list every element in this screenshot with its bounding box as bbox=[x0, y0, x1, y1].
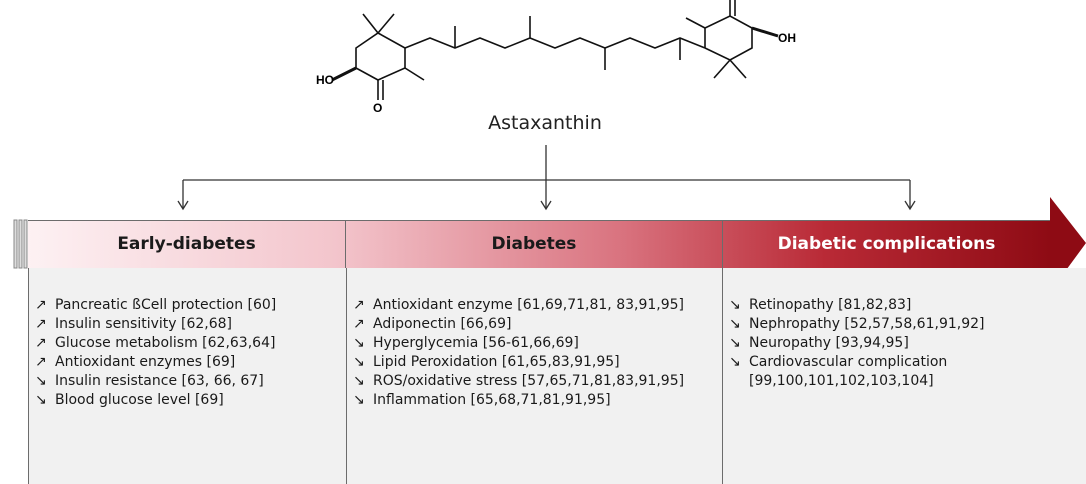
arrow-up-icon: ↗ bbox=[353, 316, 365, 332]
effect-item: ↘ Neuropathy [93,94,95] bbox=[729, 334, 1086, 353]
arrow-down-icon: ↘ bbox=[729, 316, 741, 332]
hydroxyl-right-label: OH bbox=[778, 31, 796, 45]
effect-item: ↗ Adiponectin [66,69] bbox=[353, 315, 722, 334]
diabetic-complications-panel: ↘ Retinopathy [81,82,83] ↘ Nephropathy [52… bbox=[723, 268, 1086, 484]
diabetes-panel: ↗ Antioxidant enzyme [61,69,71,81, 83,91,… bbox=[347, 268, 723, 484]
effect-item: ↘ Insulin resistance [63, 66, 67] bbox=[35, 372, 346, 391]
carbonyl-left-label: O bbox=[373, 101, 382, 115]
effect-text: Blood glucose level [69] bbox=[55, 392, 224, 408]
effect-text: Neuropathy [93,94,95] bbox=[749, 335, 909, 351]
effect-text: Hyperglycemia [56-61,66,69] bbox=[373, 335, 579, 351]
effect-text: [99,100,101,102,103,104] bbox=[749, 373, 934, 389]
effect-item: ↘ Lipid Peroxidation [61,65,83,91,95] bbox=[353, 353, 722, 372]
effect-text: Adiponectin [66,69] bbox=[373, 316, 512, 332]
effect-item: ↘ Inflammation [65,68,71,81,91,95] bbox=[353, 391, 722, 410]
effect-text: Antioxidant enzyme [61,69,71,81, 83,91,9… bbox=[373, 297, 685, 313]
effect-item: [99,100,101,102,103,104] bbox=[729, 372, 1086, 391]
arrow-up-icon: ↗ bbox=[35, 335, 47, 351]
effect-item: ↘ Cardiovascular complication bbox=[729, 353, 1086, 372]
effect-text: Retinopathy [81,82,83] bbox=[749, 297, 912, 313]
arrow-down-icon: ↘ bbox=[35, 392, 47, 408]
effect-item: ↘ Hyperglycemia [56-61,66,69] bbox=[353, 334, 722, 353]
spacer bbox=[729, 372, 749, 391]
effect-text: Nephropathy [52,57,58,61,91,92] bbox=[749, 316, 985, 332]
early-diabetes-panel: ↗ Pancreatic ßCell protection [60] ↗ Insul… bbox=[28, 268, 347, 484]
arrow-down-icon: ↘ bbox=[35, 373, 47, 389]
distribution-arrows bbox=[177, 145, 916, 211]
arrow-down-icon: ↘ bbox=[729, 354, 741, 370]
stage-title-diabetes: Diabetes bbox=[346, 221, 723, 268]
stage-bar: Early-diabetes Diabetes Diabetic complic… bbox=[28, 220, 1050, 269]
effect-item: ↗ Insulin sensitivity [62,68] bbox=[35, 315, 346, 334]
effect-item: ↗ Antioxidant enzyme [61,69,71,81, 83,91,… bbox=[353, 296, 722, 315]
arrow-down-icon: ↘ bbox=[353, 354, 365, 370]
astaxanthin-structure bbox=[331, 0, 779, 100]
arrow-down-icon: ↘ bbox=[353, 373, 365, 389]
effect-text: Cardiovascular complication bbox=[749, 354, 948, 370]
effect-item: ↘ Blood glucose level [69] bbox=[35, 391, 346, 410]
effect-item: ↗ Antioxidant enzymes [69] bbox=[35, 353, 346, 372]
effect-text: Glucose metabolism [62,63,64] bbox=[55, 335, 276, 351]
stage-title-diabetic-complications: Diabetic complications bbox=[777, 234, 996, 254]
effect-item: ↗ Pancreatic ßCell protection [60] bbox=[35, 296, 346, 315]
effect-text: ROS/oxidative stress [57,65,71,81,83,91,… bbox=[373, 373, 685, 389]
effect-text: Antioxidant enzymes [69] bbox=[55, 354, 236, 370]
arrow-up-icon: ↗ bbox=[35, 297, 47, 313]
compound-name: Astaxanthin bbox=[488, 112, 602, 134]
effect-text: Lipid Peroxidation [61,65,83,91,95] bbox=[373, 354, 620, 370]
effect-text: Inflammation [65,68,71,81,91,95] bbox=[373, 392, 611, 408]
effects-list: ↗ Antioxidant enzyme [61,69,71,81, 83,91,… bbox=[347, 268, 722, 410]
effect-item: ↘ Nephropathy [52,57,58,61,91,92] bbox=[729, 315, 1086, 334]
arrow-down-icon: ↘ bbox=[353, 335, 365, 351]
stage-title-early-diabetes: Early-diabetes bbox=[28, 221, 346, 268]
effects-list: ↘ Retinopathy [81,82,83] ↘ Nephropathy [52… bbox=[723, 268, 1086, 391]
effect-text: Insulin sensitivity [62,68] bbox=[55, 316, 233, 332]
arrow-down-icon: ↘ bbox=[353, 392, 365, 408]
effects-list: ↗ Pancreatic ßCell protection [60] ↗ Insul… bbox=[29, 268, 346, 410]
effect-text: Insulin resistance [63, 66, 67] bbox=[55, 373, 264, 389]
arrow-up-icon: ↗ bbox=[353, 297, 365, 313]
arrow-up-icon: ↗ bbox=[35, 316, 47, 332]
effect-item: ↘ ROS/oxidative stress [57,65,71,81,83,91… bbox=[353, 372, 722, 391]
hydroxyl-left-label: HO bbox=[316, 73, 334, 87]
effect-item: ↘ Retinopathy [81,82,83] bbox=[729, 296, 1086, 315]
arrow-down-icon: ↘ bbox=[729, 297, 741, 313]
effect-text: Pancreatic ßCell protection [60] bbox=[55, 297, 277, 313]
effect-item: ↗ Glucose metabolism [62,63,64] bbox=[35, 334, 346, 353]
arrow-up-icon: ↗ bbox=[35, 354, 47, 370]
arrow-down-icon: ↘ bbox=[729, 335, 741, 351]
